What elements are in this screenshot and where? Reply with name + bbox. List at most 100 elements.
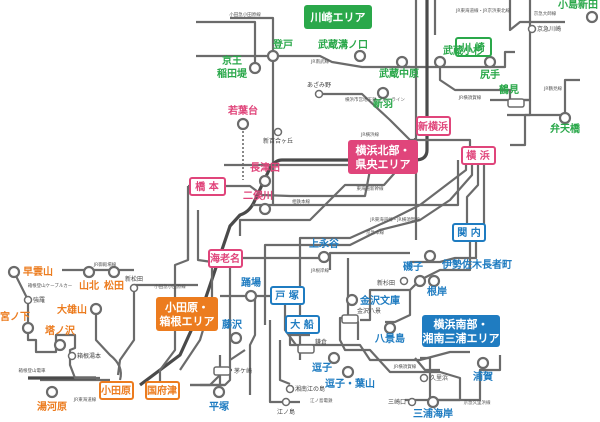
station-kurihama[interactable]	[419, 373, 429, 383]
label-fujisawa: 藤沢	[222, 318, 243, 331]
station-matsuda[interactable]	[107, 265, 121, 279]
station-isezakichojamachi[interactable]	[423, 249, 437, 263]
label-enoshima: 江ノ島	[277, 408, 295, 416]
station-musashi-nakahara[interactable]	[395, 55, 409, 69]
station-miura-kaigan[interactable]	[426, 395, 440, 409]
shin-yokohama-label: 新横浜	[418, 120, 448, 133]
label-sounzan: 早雲山	[23, 265, 53, 278]
station-kaminagaya[interactable]	[317, 250, 331, 264]
station-zushi-hayama[interactable]	[341, 365, 355, 379]
station-bentembashi[interactable]	[558, 111, 572, 125]
line-yokosuka-north	[438, 67, 512, 105]
station-noborito[interactable]	[266, 49, 280, 63]
label-matsuda: 松田	[104, 279, 124, 292]
station-keikyu-kawasaki[interactable]	[527, 24, 537, 34]
station-inadazutsumi[interactable]	[248, 61, 262, 75]
station-box-kawasaki[interactable]	[455, 37, 492, 57]
label-misakiguchi: 三崎口	[388, 398, 406, 406]
hashimoto-label: 橋 本	[195, 180, 219, 193]
station-miyanoshita[interactable]	[21, 321, 35, 335]
line-label-yokohama: JR横浜線	[360, 131, 379, 138]
station-misakiguchi[interactable]	[407, 397, 417, 407]
station-azamino[interactable]	[314, 89, 324, 99]
station-enoshima[interactable]	[281, 397, 291, 407]
line-label-yokosuka-s: JR横須賀線	[393, 363, 417, 370]
line-label-hakone-cable: 箱根登山ケーブルカー	[28, 282, 73, 289]
area-kawasaki-badge[interactable]	[304, 5, 372, 29]
station-tsurumi[interactable]	[507, 98, 525, 108]
line-label-keikyu-daishi: 京急大師線	[534, 10, 557, 17]
totsuka-label: 戸 塚	[275, 289, 298, 302]
station-box-ofuna[interactable]	[285, 315, 320, 334]
line-label-sotetsu: 相鉄本線	[292, 198, 310, 205]
station-sounzan[interactable]	[7, 265, 21, 279]
label-azamino: あざみ野	[307, 81, 331, 89]
line-daiyuzan	[116, 285, 136, 376]
station-nippa[interactable]	[376, 86, 390, 100]
station-zushi[interactable]	[327, 351, 341, 365]
station-musashi-mizonokuchi[interactable]	[353, 49, 367, 63]
station-hiratsuka[interactable]	[212, 385, 226, 399]
station-box-totsuka[interactable]	[270, 286, 305, 305]
station-shinyurigaoka[interactable]	[273, 127, 283, 137]
station-box-odawara[interactable]	[99, 381, 134, 400]
station-isogo[interactable]	[413, 274, 427, 288]
line-kurihama	[420, 355, 502, 402]
station-odoriba[interactable]	[244, 289, 258, 303]
station-box-kozu[interactable]	[145, 381, 180, 400]
area-yokohama-south-label-1: 横浜南部・	[434, 317, 489, 331]
station-nagatsuta[interactable]	[258, 174, 272, 188]
station-uraga[interactable]	[476, 356, 490, 370]
station-box-kannai[interactable]	[452, 223, 486, 242]
station-tonosawa[interactable]	[53, 338, 67, 352]
station-kanazawa-bunko[interactable]	[345, 293, 359, 307]
label-kamakura: 鎌倉	[315, 338, 327, 346]
line-nambu	[196, 54, 410, 69]
label-nagatsuta: 長津田	[250, 161, 280, 174]
station-box-shin-yokohama[interactable]	[416, 116, 451, 136]
station-kanazawa-hakkei[interactable]	[341, 314, 359, 324]
station-fujisawa[interactable]	[229, 331, 243, 345]
station-box-ebina[interactable]	[208, 249, 243, 268]
station-kojima-shinden[interactable]	[585, 10, 599, 24]
yokohama-label: 横 浜	[466, 149, 489, 162]
line-label-kurihama: 京急久里浜線	[464, 399, 491, 406]
station-futamatagawa[interactable]	[258, 202, 272, 216]
line-label-blueline: 横浜市営地下鉄 ブルーライン	[345, 96, 405, 103]
area-odawara-badge[interactable]	[156, 297, 218, 331]
station-wakabadai[interactable]	[236, 117, 250, 131]
station-negishi[interactable]	[427, 274, 441, 288]
station-hakone-yumoto[interactable]	[67, 351, 77, 361]
station-box-yokohama[interactable]	[461, 146, 496, 165]
area-yokohama-north-badge[interactable]	[348, 140, 418, 174]
label-negishi: 根岸	[427, 285, 447, 298]
line-label-tokaido-yokosuka: JR東海道線・JR横須賀線	[369, 216, 420, 223]
station-chigasaki[interactable]	[213, 366, 231, 376]
area-yokohama-south-badge[interactable]	[422, 315, 500, 347]
line-label-nambu: JR南武線	[310, 58, 329, 65]
station-musashi-kosugi[interactable]	[433, 55, 447, 69]
odawara-label: 小田原	[100, 384, 131, 397]
station-yugawara[interactable]	[45, 385, 59, 399]
station-shinsugita[interactable]	[399, 276, 409, 286]
station-shitte[interactable]	[483, 55, 497, 69]
station-yamakita[interactable]	[82, 265, 96, 279]
area-yokohama-north-label-1: 横浜北部・	[356, 143, 411, 157]
label-zushi-hayama: 逗子・葉山	[325, 377, 375, 390]
station-kamakura[interactable]	[297, 344, 315, 354]
station-daiyuzan[interactable]	[89, 302, 103, 316]
label-kaminagaya: 上永谷	[309, 237, 340, 250]
station-shin-matsuda[interactable]	[129, 283, 139, 293]
label-kanazawa-hakkei: 金沢八景	[357, 307, 381, 315]
station-shonan-enoshima[interactable]	[285, 384, 295, 394]
label-bentembashi: 弁天橋	[550, 122, 581, 135]
line-label-hakone-tozan: 箱根登山電車	[19, 367, 46, 374]
station-gora[interactable]	[23, 295, 33, 305]
station-box-hashimoto[interactable]	[189, 177, 226, 196]
label-daiyuzan: 大雄山	[57, 303, 87, 316]
station-hakkeijima[interactable]	[383, 321, 397, 335]
label-noborito: 登戸	[272, 38, 293, 51]
line-yokohama-kannai	[465, 162, 480, 230]
